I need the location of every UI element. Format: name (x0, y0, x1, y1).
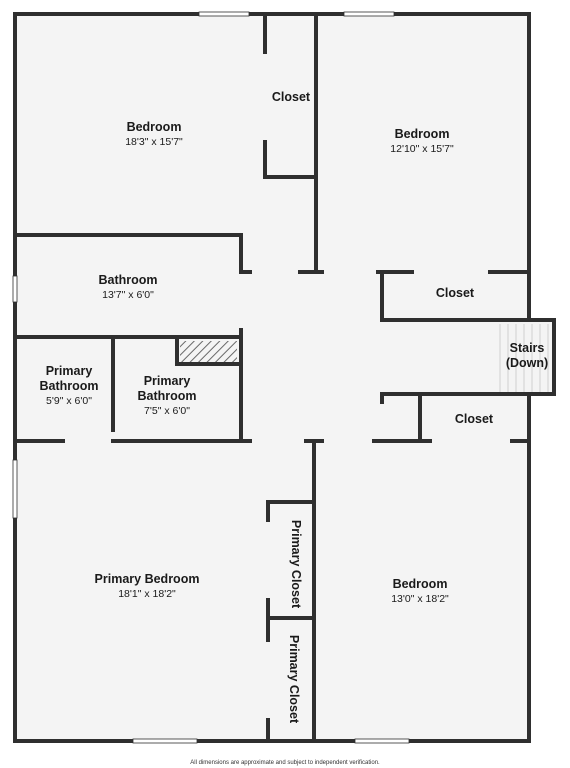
room-name-primary-closet-1: Primary Closet (289, 520, 303, 609)
room-name-primary-bath-right-line2: Bathroom (137, 389, 196, 403)
stairs-label-line1: Stairs (510, 341, 545, 355)
room-dims-bedroom-ne: 12'10" x 15'7" (390, 143, 454, 155)
room-name-primary-bath-left-line1: Primary (46, 364, 93, 378)
floor-areas (15, 14, 554, 741)
room-name-bedroom-nw: Bedroom (127, 120, 182, 134)
room-name-closet-mid: Closet (455, 412, 494, 426)
floor-stairs (496, 320, 554, 394)
room-dims-bedroom-nw: 18'3" x 15'7" (125, 136, 183, 148)
room-name-bathroom: Bathroom (98, 273, 157, 287)
room-name-primary-bath-left-line2: Bathroom (39, 379, 98, 393)
room-dims-bathroom: 13'7" x 6'0" (102, 289, 154, 301)
room-name-closet-hall: Closet (436, 286, 475, 300)
room-name-bedroom-se: Bedroom (393, 577, 448, 591)
walls (13, 12, 556, 743)
room-dims-primary-bath-left: 5'9" x 6'0" (46, 395, 92, 407)
disclaimer-footnote: All dimensions are approximate and subje… (190, 760, 380, 766)
room-name-primary-bath-right-line1: Primary (144, 374, 191, 388)
windows (12, 11, 410, 744)
stairs-label-line2: (Down) (506, 356, 548, 370)
room-dims-primary-bedroom: 18'1" x 18'2" (118, 588, 176, 600)
shaft-hatch (180, 341, 237, 362)
room-name-closet-top: Closet (272, 90, 311, 104)
room-dims-primary-bath-right: 7'5" x 6'0" (144, 405, 190, 417)
room-name-primary-bedroom: Primary Bedroom (95, 572, 200, 586)
stair-treads (499, 324, 549, 392)
room-name-primary-closet-2: Primary Closet (287, 635, 301, 724)
room-labels: Bedroom 18'3" x 15'7" Closet Bedroom 12'… (39, 90, 548, 766)
room-name-bedroom-ne: Bedroom (395, 127, 450, 141)
room-dims-bedroom-se: 13'0" x 18'2" (391, 593, 449, 605)
